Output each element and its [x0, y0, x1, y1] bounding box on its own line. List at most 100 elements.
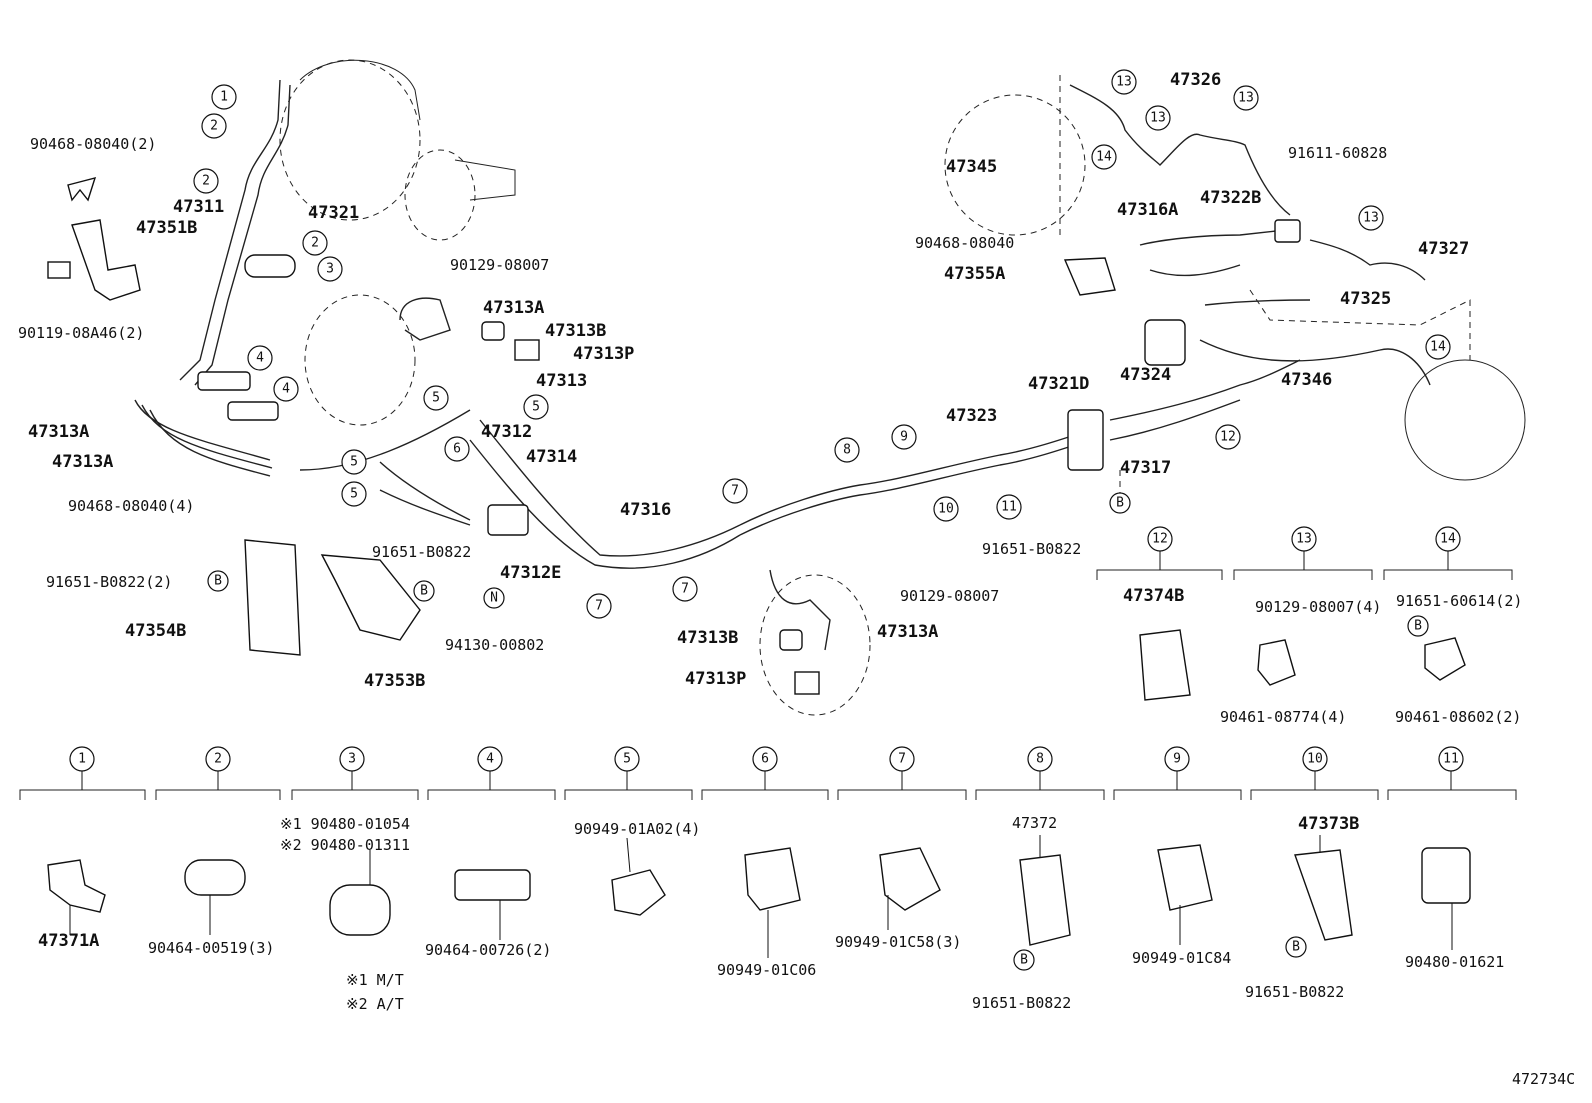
label-90949-01C06: 90949-01C06: [717, 961, 816, 979]
label-90949-01C84: 90949-01C84: [1132, 949, 1231, 967]
clamp-4a-shape: [197, 371, 251, 391]
callout-numbers: 1 2 2 2 3 4 4 5 5 5 5 6 7 7 7 8 9 10 11 …: [78, 75, 1459, 968]
callout-13: 13: [1116, 75, 1132, 90]
label-90464-00726-2: 90464-00726(2): [425, 941, 551, 959]
label-47316: 47316: [620, 500, 671, 520]
label-90949-01A02-4: 90949-01A02(4): [574, 820, 700, 838]
label-47312E: 47312E: [500, 563, 561, 583]
label-47371A: 47371A: [38, 931, 99, 951]
label-90461-08774-4: 90461-08774(4): [1220, 708, 1346, 726]
label-note2-part: ※2 90480-01311: [280, 836, 410, 854]
label-47314: 47314: [526, 447, 577, 467]
callout-4: 4: [282, 382, 290, 397]
label-47346: 47346: [1281, 370, 1332, 390]
grommet-90480-shape: [329, 884, 391, 936]
callout-5: 5: [432, 391, 440, 406]
label-47313P-b: 47313P: [685, 669, 746, 689]
label-90119-08A46-2: 90119-08A46(2): [18, 324, 144, 342]
label-47313A-d: 47313A: [877, 622, 938, 642]
hose-block-shape: [1144, 319, 1186, 366]
clip-47371A-shape: [47, 859, 106, 913]
clip-90949-01A02-shape: [611, 869, 666, 916]
callout-13: 13: [1238, 91, 1254, 106]
marker-b: B: [420, 584, 428, 599]
callout-7: 7: [681, 582, 689, 597]
union-47313B-b-shape: [779, 629, 803, 651]
callout-10: 10: [938, 502, 954, 517]
label-90468-08040-2: 90468-08040(2): [30, 135, 156, 153]
label-91651-B0822-b: 91651-B0822: [982, 540, 1081, 558]
callout-5: 5: [532, 400, 540, 415]
label-47327: 47327: [1418, 239, 1469, 259]
callout-12: 12: [1152, 532, 1168, 547]
label-91651-B0822-a: 91651-B0822: [372, 543, 471, 561]
callout-12: 12: [1220, 430, 1236, 445]
callout-2: 2: [311, 236, 319, 251]
label-91651-60614-2: 91651-60614(2): [1396, 592, 1522, 610]
label-90129-08007-b: 90129-08007: [900, 587, 999, 605]
marker-b: B: [1116, 496, 1124, 511]
callout-6: 6: [453, 442, 461, 457]
clip-47374B-shape: [1139, 629, 1191, 701]
drawing-id: 472734C: [1512, 1070, 1575, 1088]
clip-90468-shape: [67, 177, 97, 202]
callout-11: 11: [1443, 752, 1459, 767]
callout-7: 7: [595, 599, 603, 614]
rear-brake-drawing: [944, 75, 1526, 495]
marker-b: B: [1020, 953, 1028, 968]
label-47321D: 47321D: [1028, 374, 1089, 394]
callout-13: 13: [1363, 211, 1379, 226]
front-brake-pipes: [134, 79, 1091, 651]
main-part-shapes: [47, 177, 1301, 716]
bracket-47355A-shape: [1063, 257, 1116, 296]
label-47321: 47321: [308, 203, 359, 223]
callout-1: 1: [220, 90, 228, 105]
brake-booster-drawing: [279, 59, 516, 426]
label-47322B: 47322B: [1200, 188, 1261, 208]
label-47353B: 47353B: [364, 671, 425, 691]
marker-b: B: [1414, 619, 1422, 634]
callout-3: 3: [348, 752, 356, 767]
junction-47312E-shape: [487, 504, 529, 536]
clip-90949-01C58-shape: [879, 847, 941, 911]
label-47372: 47372: [1012, 814, 1057, 832]
callout-13: 13: [1150, 111, 1166, 126]
clip-47313P-b-shape: [794, 671, 820, 695]
clamp-90461-08602-shape: [1424, 637, 1466, 681]
callout-5: 5: [350, 455, 358, 470]
callout-11: 11: [1001, 500, 1017, 515]
callout-9: 9: [1173, 752, 1181, 767]
label-47373B: 47373B: [1298, 814, 1359, 834]
label-47317: 47317: [1120, 458, 1171, 478]
clip-47313P-shape: [514, 339, 540, 361]
callout-2: 2: [202, 174, 210, 189]
callout-6: 6: [761, 752, 769, 767]
label-47313: 47313: [536, 371, 587, 391]
label-note1-part: ※1 90480-01054: [280, 815, 410, 833]
clip-90949-01C06-shape: [744, 847, 801, 911]
callout-9: 9: [900, 430, 908, 445]
label-90464-00519-3: 90464-00519(3): [148, 939, 274, 957]
callout-8: 8: [843, 443, 851, 458]
label-91651-B0822-c: 91651-B0822: [972, 994, 1071, 1012]
label-90480-01621: 90480-01621: [1405, 953, 1504, 971]
callout-14: 14: [1430, 340, 1446, 355]
clip-detail-brackets: [19, 550, 1517, 800]
label-91611-60828: 91611-60828: [1288, 144, 1387, 162]
label-47324: 47324: [1120, 365, 1171, 385]
label-94130-00802: 94130-00802: [445, 636, 544, 654]
callout-13: 13: [1296, 532, 1312, 547]
clamp-90461-08774-shape: [1257, 639, 1296, 686]
bracket-47351B-shape: [71, 219, 141, 301]
bolt-90119-shape: [47, 261, 71, 279]
label-47345: 47345: [946, 157, 997, 177]
clip-90480-01621-shape: [1421, 847, 1471, 904]
callout-14: 14: [1440, 532, 1456, 547]
part-labels: 90468-08040(2) 47311 47321 47351B 90119-…: [18, 70, 1522, 1013]
label-47374B: 47374B: [1123, 586, 1184, 606]
callout-circles: [69, 69, 1464, 971]
label-47313B-a: 47313B: [545, 321, 606, 341]
label-90949-01C58-3: 90949-01C58(3): [835, 933, 961, 951]
marker-b: B: [214, 574, 222, 589]
